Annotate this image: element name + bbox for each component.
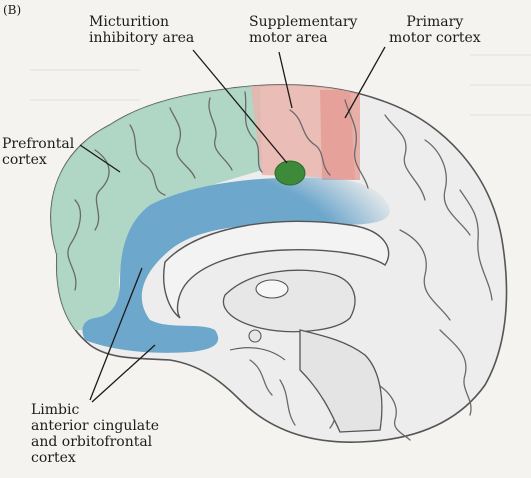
primary-motor-region bbox=[320, 90, 360, 180]
micturition-inhibitory-area bbox=[274, 160, 306, 186]
midline-structures bbox=[163, 220, 390, 433]
leader-supplementary bbox=[278, 51, 293, 109]
leader-micturition bbox=[192, 49, 288, 164]
brainstem bbox=[299, 329, 383, 433]
corpus-callosum bbox=[163, 220, 390, 319]
label-prefrontal-cortex: Prefrontal cortex bbox=[2, 136, 75, 168]
leader-primary bbox=[344, 46, 386, 119]
label-micturition-inhibitory-area: Micturition inhibitory area bbox=[89, 14, 195, 46]
mammillary-body bbox=[248, 329, 262, 343]
thalamus bbox=[222, 269, 356, 333]
sulci bbox=[67, 91, 493, 441]
label-primary-motor-cortex: Primary motor cortex bbox=[389, 14, 481, 46]
label-limbic-cortex: Limbic anterior cingulate and orbitofron… bbox=[31, 402, 160, 466]
label-supplementary-motor-area: Supplementary motor area bbox=[249, 14, 358, 46]
fornix-body bbox=[255, 279, 289, 299]
background-page-texture bbox=[30, 54, 531, 116]
panel-label: (B) bbox=[3, 3, 22, 17]
brain bbox=[50, 84, 508, 443]
leader-limbic-1 bbox=[89, 267, 143, 401]
leader-lines bbox=[79, 46, 386, 403]
leader-prefrontal bbox=[79, 144, 121, 173]
leader-limbic-2 bbox=[91, 344, 156, 403]
